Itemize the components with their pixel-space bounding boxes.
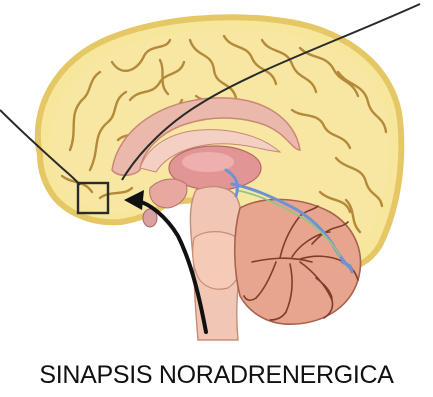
figure-caption: SINAPSIS NORADRENERGICA [0,357,433,393]
